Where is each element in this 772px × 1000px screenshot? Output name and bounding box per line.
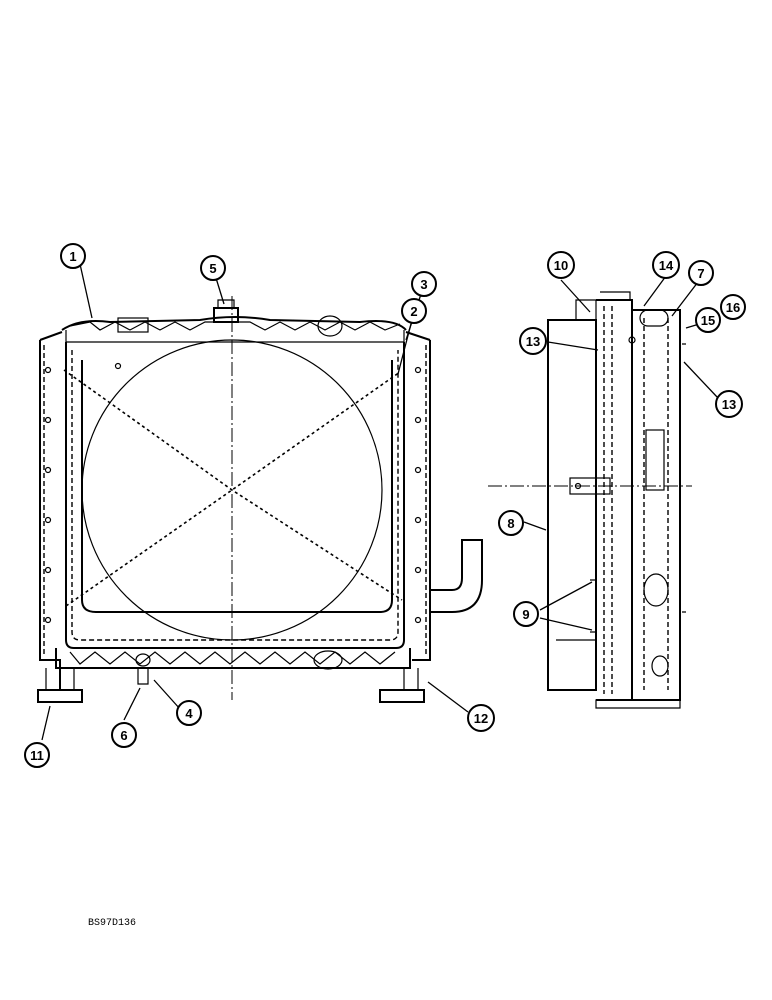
svg-text:9: 9 [522, 607, 529, 622]
callout-13-right: 13 [715, 390, 743, 418]
mounting-holes [44, 366, 422, 624]
callout-4: 4 [176, 700, 202, 726]
figure-reference-code: BS97D136 [88, 918, 137, 929]
radiator-front-view [37, 296, 483, 703]
svg-text:1: 1 [69, 249, 76, 264]
callout-11: 11 [24, 742, 50, 768]
callout-8: 8 [498, 510, 524, 536]
svg-text:7: 7 [697, 266, 704, 281]
callout-14: 14 [652, 251, 680, 279]
svg-text:14: 14 [659, 258, 674, 273]
svg-text:13: 13 [722, 397, 736, 412]
svg-text:11: 11 [30, 748, 44, 763]
callout-6: 6 [111, 722, 137, 748]
callout-10: 10 [547, 251, 575, 279]
svg-text:15: 15 [701, 313, 715, 328]
callout-3: 3 [411, 271, 437, 297]
svg-text:8: 8 [507, 516, 514, 531]
svg-text:16: 16 [726, 300, 740, 315]
callout-1: 1 [60, 243, 86, 269]
svg-text:2: 2 [410, 304, 417, 319]
svg-text:6: 6 [120, 728, 127, 743]
callout-15: 15 [695, 307, 721, 333]
svg-text:3: 3 [420, 277, 427, 292]
callout-5: 5 [200, 255, 226, 281]
callout-9: 9 [513, 601, 539, 627]
callout-7: 7 [688, 260, 714, 286]
svg-text:4: 4 [185, 706, 193, 721]
svg-text:10: 10 [554, 258, 568, 273]
svg-text:5: 5 [209, 261, 216, 276]
callout-16: 16 [720, 294, 746, 320]
svg-text:13: 13 [526, 334, 540, 349]
svg-text:12: 12 [474, 711, 488, 726]
callout-13-left: 13 [519, 327, 547, 355]
callout-12: 12 [467, 704, 495, 732]
radiator-side-view [488, 291, 692, 709]
callout-2: 2 [401, 298, 427, 324]
